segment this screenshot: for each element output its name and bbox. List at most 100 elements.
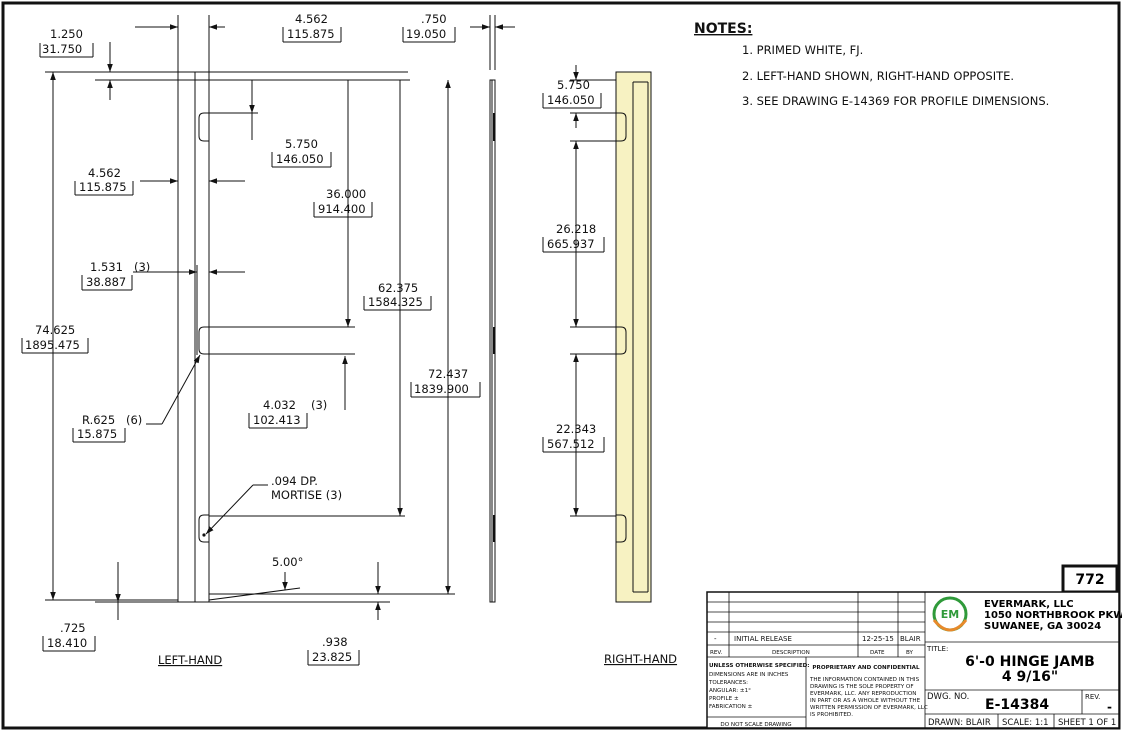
rev-row-date: 12-25-15 xyxy=(862,635,894,643)
hinge-pocket-top xyxy=(198,112,209,142)
note-1: 1. PRIMED WHITE, FJ. xyxy=(742,43,863,57)
hinge-pocket-bottom xyxy=(198,514,209,543)
rev-row-by: BLAIR xyxy=(900,635,921,643)
label-right-hand: RIGHT-HAND xyxy=(604,652,677,666)
proprietary-line-5: WRITTEN PERMISSION OF EVERMARK, LLC xyxy=(810,705,928,711)
dim-mortise-depth-1: .094 DP. xyxy=(271,474,318,488)
dim-overall-mm: 1895.475 xyxy=(25,338,80,352)
jamb-outline xyxy=(177,71,210,603)
dim-rh-mid-mm: 665.937 xyxy=(547,237,595,251)
scale: SCALE: 1:1 xyxy=(1002,718,1049,728)
drawn-by: DRAWN: BLAIR xyxy=(928,718,991,728)
label-left-hand: LEFT-HAND xyxy=(158,653,222,667)
dim-mortise-offset-in: 1.531 xyxy=(90,260,123,274)
rh-hinge-pocket-bottom xyxy=(616,514,627,543)
sheet-number: 772 xyxy=(1075,572,1104,588)
left-dimension-lines xyxy=(45,15,455,620)
dim-hinge-top-in: 5.750 xyxy=(285,137,318,151)
dim-thickness-in: .750 xyxy=(421,12,447,26)
notes-title: NOTES: xyxy=(694,21,752,37)
dim-angle: 5.00° xyxy=(272,555,303,569)
dim-bottom-left-mm: 18.410 xyxy=(47,636,87,650)
dim-hinge-length-mm: 102.413 xyxy=(253,413,301,427)
dim-rh-low-in: 22.343 xyxy=(556,422,596,436)
company-line-1: EVERMARK, LLC xyxy=(984,599,1074,610)
rh-hinge-pocket-middle xyxy=(616,326,627,355)
proprietary-line-3: EVERMARK, LLC. ANY REPRODUCTION xyxy=(810,691,917,697)
rev-value: - xyxy=(1107,700,1112,714)
dim-thickness-mm: 19.050 xyxy=(406,27,446,41)
dim-top-width-in: 4.562 xyxy=(295,12,328,26)
do-not-scale: DO NOT SCALE DRAWING xyxy=(720,722,791,728)
dimension-labels: 1.250 31.750 4.562 115.875 .750 19.050 5… xyxy=(21,12,677,667)
dim-hinge-mid-mm: 914.400 xyxy=(318,202,366,216)
header-date: DATE xyxy=(870,650,885,656)
dim-hinge-length-qty: (3) xyxy=(311,398,327,412)
dim-hinge-bottom-mm: 1584.325 xyxy=(368,295,423,309)
note-2: 2. LEFT-HAND SHOWN, RIGHT-HAND OPPOSITE. xyxy=(742,69,1014,83)
tolerance-line-4: PROFILE ± xyxy=(709,696,739,702)
tolerance-line-1: DIMENSIONS ARE IN INCHES xyxy=(709,672,789,678)
drawing-title-line-1: 6'-0 HINGE JAMB xyxy=(965,654,1095,670)
proprietary-line-1: THE INFORMATION CONTAINED IN THIS xyxy=(809,677,920,683)
dim-mortise-offset-mm: 38.887 xyxy=(86,275,126,289)
notes: NOTES: 1. PRIMED WHITE, FJ. 2. LEFT-HAND… xyxy=(694,21,1049,108)
dim-hinge-bottom-in: 62.375 xyxy=(378,281,418,295)
header-by: BY xyxy=(906,650,914,656)
dim-top-offset-in: 1.250 xyxy=(50,27,83,41)
company-line-2: 1050 NORTHBROOK PKWY xyxy=(984,610,1122,621)
dim-mortise-offset-qty: (3) xyxy=(134,260,150,274)
right-hand-jamb xyxy=(615,71,652,603)
dim-top-width-mm: 115.875 xyxy=(287,27,335,41)
tolerance-heading: UNLESS OTHERWISE SPECIFIED: xyxy=(709,663,810,669)
proprietary-heading: PROPRIETARY AND CONFIDENTIAL xyxy=(812,665,920,671)
dim-rh-mid-in: 26.218 xyxy=(556,222,596,236)
note-3: 3. SEE DRAWING E-14369 FOR PROFILE DIMEN… xyxy=(742,94,1049,108)
proprietary-line-6: IS PROHIBITED. xyxy=(810,712,853,718)
tolerance-line-3: ANGULAR: ±1° xyxy=(709,688,751,694)
rev-row-rev: - xyxy=(714,635,717,643)
dim-hinge-top-mm: 146.050 xyxy=(276,152,324,166)
proprietary-line-2: DRAWING IS THE SOLE PROPERTY OF xyxy=(810,684,914,690)
dim-hinge-mid-in: 36.000 xyxy=(326,187,366,201)
dim-rh-top-mm: 146.050 xyxy=(547,93,595,107)
evermark-logo: EM xyxy=(932,596,968,632)
dim-mortise-depth-2: MORTISE (3) xyxy=(271,488,342,502)
dim-hinge-length-in: 4.032 xyxy=(263,398,296,412)
sheet-count: SHEET 1 OF 1 xyxy=(1058,718,1116,728)
dim-span-in: 72.437 xyxy=(428,367,468,381)
dim-top-offset-mm: 31.750 xyxy=(42,42,82,56)
dwg-no: E-14384 xyxy=(985,697,1049,713)
title-label: TITLE: xyxy=(926,645,948,653)
dwg-no-label: DWG. NO. xyxy=(927,692,969,702)
dim-bottom-right-mm: 23.825 xyxy=(312,650,352,664)
dim-radius-qty: (6) xyxy=(126,413,142,427)
dim-rh-top-in: 5.750 xyxy=(557,78,590,92)
dim-bottom-left-in: .725 xyxy=(60,621,86,635)
mortise-dot xyxy=(202,533,206,537)
drawing-title-line-2: 4 9/16" xyxy=(1002,669,1058,685)
header-description: DESCRIPTION xyxy=(772,650,810,656)
dim-span-mm: 1839.900 xyxy=(414,382,469,396)
rev-row-description: INITIAL RELEASE xyxy=(734,635,792,643)
hinge-pocket-middle xyxy=(198,326,209,355)
dim-rh-low-mm: 567.512 xyxy=(547,437,595,451)
dim-left-width-mm: 115.875 xyxy=(79,180,127,194)
tolerance-line-2: TOLERANCES: xyxy=(708,680,748,686)
header-rev: REV. xyxy=(710,650,723,656)
dim-overall-in: 74.625 xyxy=(35,323,75,337)
dim-left-width-in: 4.562 xyxy=(88,166,121,180)
company-line-3: SUWANEE, GA 30024 xyxy=(984,621,1101,632)
rev-label: REV. xyxy=(1085,693,1100,701)
title-block: EM EVERMARK, LLC 1050 NORTHBROOK PKWY SU… xyxy=(706,591,1122,729)
right-dimension-lines xyxy=(570,65,616,517)
dim-radius-mm: 15.875 xyxy=(77,427,117,441)
edge-view xyxy=(470,15,515,603)
rh-hinge-pocket-top xyxy=(616,112,627,142)
dim-radius-in: R.625 xyxy=(82,413,115,427)
logo-text: EM xyxy=(941,608,959,621)
tolerance-line-5: FABRICATION ± xyxy=(709,704,753,710)
proprietary-line-4: IN PART OR AS A WHOLE WITHOUT THE xyxy=(810,698,921,704)
